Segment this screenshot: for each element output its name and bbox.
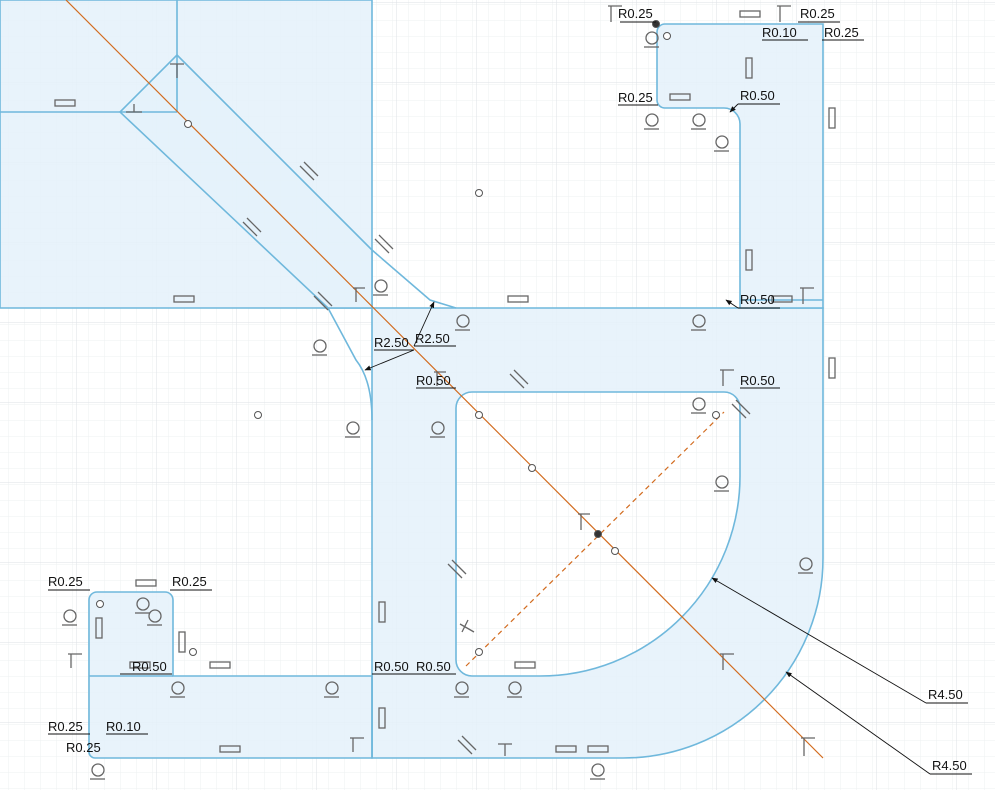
- horizontal-icon: [587, 745, 609, 753]
- dim-r-bottom-corner-a[interactable]: R0.25: [48, 719, 83, 734]
- coincident-icon: [720, 369, 734, 386]
- coincident-icon: [68, 653, 82, 668]
- horizontal-icon: [173, 295, 195, 303]
- dim-r-bottom-corner-c[interactable]: R0.25: [66, 740, 101, 755]
- dim-r-bottom-inner[interactable]: R0.50: [132, 659, 167, 674]
- dim-r-fillet-right[interactable]: R2.50: [415, 331, 450, 346]
- tangent-icon: [691, 113, 706, 130]
- vertical-icon: [828, 107, 836, 129]
- tangent-icon: [454, 681, 469, 698]
- tangent-icon: [455, 314, 470, 331]
- sketch-points: [96, 20, 720, 656]
- vertical-icon: [178, 631, 186, 653]
- tangent-icon: [345, 421, 360, 438]
- dim-r-bottom-mid-a[interactable]: R0.50: [374, 659, 409, 674]
- tangent-icon: [324, 681, 339, 698]
- horizontal-icon: [219, 745, 241, 753]
- parallel-icon: [374, 234, 394, 254]
- tangent-icon: [430, 421, 445, 438]
- dimension-labels: R0.25 R0.25 R0.10 R0.25 R0.25 R0.50 R0.5…: [48, 6, 967, 773]
- vertical-icon: [378, 707, 386, 729]
- profile-bottom-left-bracket[interactable]: [88, 591, 373, 759]
- vertical-icon: [828, 357, 836, 379]
- vertical-icon: [745, 57, 753, 79]
- dim-r-top-mid-b[interactable]: R0.10: [762, 25, 797, 40]
- tangent-icon: [312, 339, 327, 356]
- parallel-icon: [509, 369, 529, 389]
- parallel-icon: [313, 291, 333, 311]
- tangent-icon: [90, 763, 105, 780]
- parallel-icon: [242, 217, 262, 237]
- dim-r-bottom-corner-b[interactable]: R0.10: [106, 719, 141, 734]
- coincident-icon: [353, 287, 365, 302]
- coincident-icon: [434, 371, 446, 386]
- tangent-icon: [798, 557, 813, 574]
- dim-r-bottom-mid-b[interactable]: R0.50: [416, 659, 451, 674]
- horizontal-icon: [669, 93, 691, 101]
- coincident-icon: [801, 737, 815, 756]
- horizontal-icon: [739, 10, 761, 18]
- parallel-icon: [457, 735, 477, 755]
- horizontal-icon: [514, 661, 536, 669]
- profile-diagonal-arm[interactable]: [118, 53, 373, 309]
- vertical-icon: [745, 249, 753, 271]
- dim-r-arc-inner[interactable]: R4.50: [928, 687, 963, 702]
- horizontal-icon: [209, 661, 231, 669]
- dim-r-bottom-left-b[interactable]: R0.25: [172, 574, 207, 589]
- tangent-icon: [373, 279, 388, 296]
- coincident-icon: [608, 5, 622, 22]
- tangent-icon: [147, 609, 162, 626]
- profile-top-right-bracket[interactable]: [656, 23, 824, 309]
- vertical-icon: [378, 601, 386, 623]
- tangent-icon: [644, 31, 659, 48]
- parallel-icon: [299, 161, 319, 181]
- tangent-icon: [135, 597, 150, 614]
- horizontal-icon: [129, 661, 151, 669]
- dim-r-arc-outer[interactable]: R4.50: [932, 758, 967, 773]
- horizontal-icon: [771, 295, 793, 303]
- coincident-icon: [578, 513, 590, 530]
- dim-r-top-mid-a[interactable]: R0.25: [800, 6, 835, 21]
- coincident-icon: [350, 737, 364, 752]
- tangent-icon: [691, 314, 706, 331]
- dim-r-top-left-inner[interactable]: R0.25: [618, 90, 653, 105]
- horizontal-icon: [507, 295, 529, 303]
- construction-lines: [65, 0, 824, 759]
- dim-r-slot-top-right[interactable]: R0.50: [740, 373, 775, 388]
- sketch-lines: [0, 0, 823, 758]
- horizontal-icon: [135, 579, 157, 587]
- tangent-icon: [62, 609, 77, 626]
- tangent-icon: [714, 135, 729, 152]
- coincident-icon: [777, 5, 791, 22]
- coincident-icon: [800, 287, 814, 304]
- tangent-icon: [590, 763, 605, 780]
- tangent-icon: [507, 681, 522, 698]
- dim-r-top-right[interactable]: R0.25: [824, 25, 859, 40]
- horizontal-icon: [54, 99, 76, 107]
- perpendicular-icon: [498, 743, 512, 756]
- dim-r-top-left-outer[interactable]: R0.25: [618, 6, 653, 21]
- tangent-icon: [714, 475, 729, 492]
- dim-r-top-inner-corner[interactable]: R0.50: [740, 88, 775, 103]
- coincident-icon: [720, 653, 734, 670]
- dim-r-right-inner[interactable]: R0.50: [740, 292, 775, 307]
- dim-r-slot-top-left[interactable]: R0.50: [416, 373, 451, 388]
- perpendicular-icon: [126, 104, 142, 113]
- parallel-icon: [447, 559, 467, 579]
- tangent-icon: [644, 113, 659, 130]
- dimension-leaders: [48, 21, 972, 775]
- constraint-glyphs: [54, 5, 836, 780]
- horizontal-icon: [555, 745, 577, 753]
- perpendicular-icon: [170, 63, 184, 78]
- tangent-icon: [691, 397, 706, 414]
- tangent-icon: [170, 681, 185, 698]
- dim-r-fillet-left[interactable]: R2.50: [374, 335, 409, 350]
- perpendicular-icon: [459, 619, 475, 633]
- dim-r-bottom-left-a[interactable]: R0.25: [48, 574, 83, 589]
- parallel-icon: [731, 399, 751, 419]
- vertical-icon: [95, 617, 103, 639]
